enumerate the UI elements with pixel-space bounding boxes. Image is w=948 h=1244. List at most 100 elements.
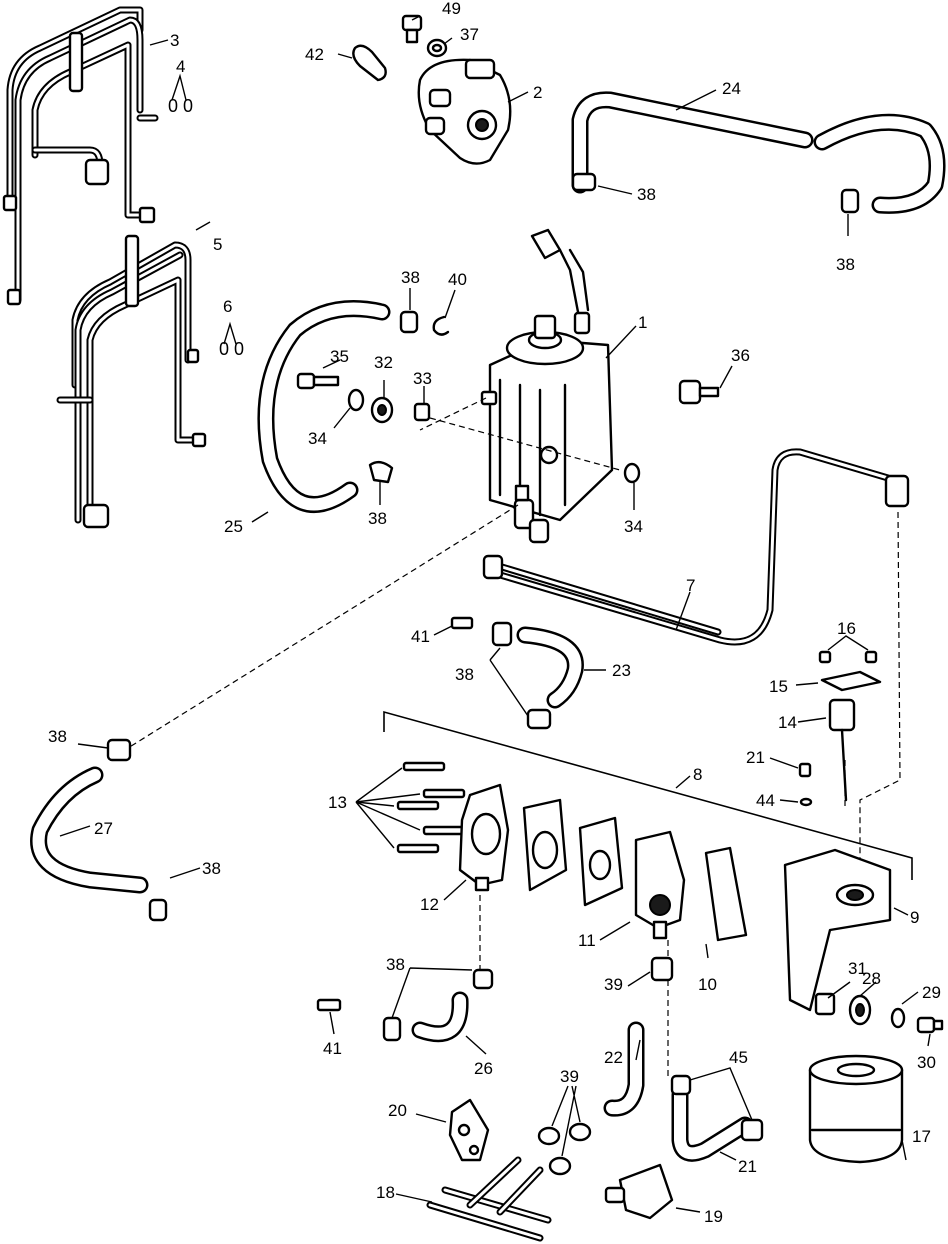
callout-41-b: 41 bbox=[323, 1039, 342, 1058]
screw-35 bbox=[296, 372, 340, 390]
callout-38-c: 38 bbox=[401, 268, 420, 287]
spacer-33 bbox=[413, 402, 431, 422]
callout-38-b: 38 bbox=[836, 255, 855, 274]
gasket-15 bbox=[820, 670, 882, 692]
callout-labels: 49 37 42 2 3 4 24 38 38 5 6 38 40 1 35 3… bbox=[48, 0, 941, 1226]
callout-17: 17 bbox=[912, 1127, 931, 1146]
fuel-line-assembly-5 bbox=[56, 234, 207, 529]
callout-20: 20 bbox=[388, 1101, 407, 1120]
callout-32: 32 bbox=[374, 353, 393, 372]
o-rings-6: 0 0 bbox=[219, 339, 244, 359]
hose-7 bbox=[482, 448, 910, 646]
callout-31: 31 bbox=[848, 959, 867, 978]
pump-cover-12 bbox=[458, 783, 510, 892]
callout-33: 33 bbox=[413, 369, 432, 388]
screw-30 bbox=[916, 1016, 944, 1034]
washer-29 bbox=[890, 1007, 906, 1029]
callout-27: 27 bbox=[94, 819, 113, 838]
callout-16: 16 bbox=[837, 619, 856, 638]
callout-8: 8 bbox=[693, 765, 702, 784]
callout-29: 29 bbox=[922, 983, 941, 1002]
leader-lines bbox=[59, 15, 931, 1213]
fitting-41-top bbox=[450, 616, 474, 630]
callout-13: 13 bbox=[328, 793, 347, 812]
gasket-42 bbox=[352, 44, 387, 82]
assembly-bracket-8 bbox=[383, 710, 913, 880]
callout-7: 7 bbox=[686, 576, 695, 595]
callout-30: 30 bbox=[917, 1053, 936, 1072]
callout-44: 44 bbox=[756, 791, 775, 810]
screw-21-small bbox=[798, 762, 812, 778]
callout-26: 26 bbox=[474, 1059, 493, 1078]
callout-39-a: 39 bbox=[604, 975, 623, 994]
vapor-separator-1 bbox=[480, 228, 614, 544]
o-rings-4: 0 0 bbox=[168, 96, 193, 116]
callout-34-b: 34 bbox=[624, 517, 643, 536]
callout-4: 4 bbox=[176, 57, 185, 76]
washer-34-left bbox=[347, 388, 365, 412]
callout-15: 15 bbox=[769, 677, 788, 696]
callout-6: 6 bbox=[223, 297, 232, 316]
fitting-41-bottom bbox=[316, 998, 342, 1012]
callout-37: 37 bbox=[460, 25, 479, 44]
callout-25: 25 bbox=[224, 517, 243, 536]
hose-21-lower bbox=[670, 1074, 764, 1162]
clip-40 bbox=[432, 315, 450, 336]
o-ring-marks: 0 0 0 0 bbox=[168, 96, 244, 359]
plate-10 bbox=[704, 846, 748, 942]
spacer-31 bbox=[814, 992, 836, 1016]
hose-25 bbox=[257, 300, 391, 513]
fuel-line-assembly-3 bbox=[2, 6, 159, 306]
callout-5: 5 bbox=[213, 235, 222, 254]
callout-22: 22 bbox=[604, 1048, 623, 1067]
screws-13 bbox=[396, 761, 466, 854]
washer-34-right bbox=[623, 462, 641, 484]
diaphragm-mid bbox=[578, 816, 624, 907]
washer-44 bbox=[799, 797, 813, 807]
callout-38-f: 38 bbox=[48, 727, 67, 746]
screws-16 bbox=[818, 650, 878, 664]
callout-19: 19 bbox=[704, 1207, 723, 1226]
callout-11: 11 bbox=[578, 931, 596, 950]
hose-22 bbox=[603, 956, 674, 1117]
callout-23: 23 bbox=[612, 661, 631, 680]
callout-28: 28 bbox=[862, 969, 881, 988]
gasket-left bbox=[522, 798, 568, 892]
callout-38-h: 38 bbox=[386, 955, 405, 974]
callout-24: 24 bbox=[722, 79, 741, 98]
callout-42: 42 bbox=[305, 45, 324, 64]
grommet-32 bbox=[370, 396, 394, 424]
hose-26 bbox=[382, 968, 494, 1043]
pump-body-11 bbox=[634, 830, 686, 940]
screw-49 bbox=[401, 14, 423, 44]
grommet-28 bbox=[848, 994, 872, 1026]
callout-45: 45 bbox=[729, 1048, 748, 1067]
bracket-20 bbox=[448, 1098, 490, 1162]
callout-10: 10 bbox=[698, 975, 717, 994]
callout-12: 12 bbox=[420, 895, 439, 914]
hose-27 bbox=[30, 738, 168, 922]
assembly-lines bbox=[127, 397, 901, 1080]
sensor-14 bbox=[828, 698, 856, 802]
callout-9: 9 bbox=[910, 908, 919, 927]
callout-21-a: 21 bbox=[746, 748, 765, 767]
fuel-pump-cover-2 bbox=[417, 58, 512, 165]
filter-bracket-9 bbox=[783, 848, 892, 1012]
callout-36: 36 bbox=[731, 346, 750, 365]
clamps-39 bbox=[537, 1122, 592, 1176]
valve-19 bbox=[604, 1163, 674, 1220]
callout-38-e: 38 bbox=[455, 665, 474, 684]
callout-14: 14 bbox=[778, 713, 797, 732]
callout-21-b: 21 bbox=[738, 1157, 757, 1176]
fuel-filter-17 bbox=[808, 1054, 904, 1164]
callout-38-d: 38 bbox=[368, 509, 387, 528]
washer-37 bbox=[426, 38, 448, 58]
callout-1: 1 bbox=[638, 313, 647, 332]
tubes-18 bbox=[426, 1156, 552, 1242]
callout-49: 49 bbox=[442, 0, 461, 18]
clamp-38-top bbox=[571, 172, 860, 214]
hose-24 bbox=[571, 91, 946, 214]
callout-39-b: 39 bbox=[560, 1067, 579, 1086]
